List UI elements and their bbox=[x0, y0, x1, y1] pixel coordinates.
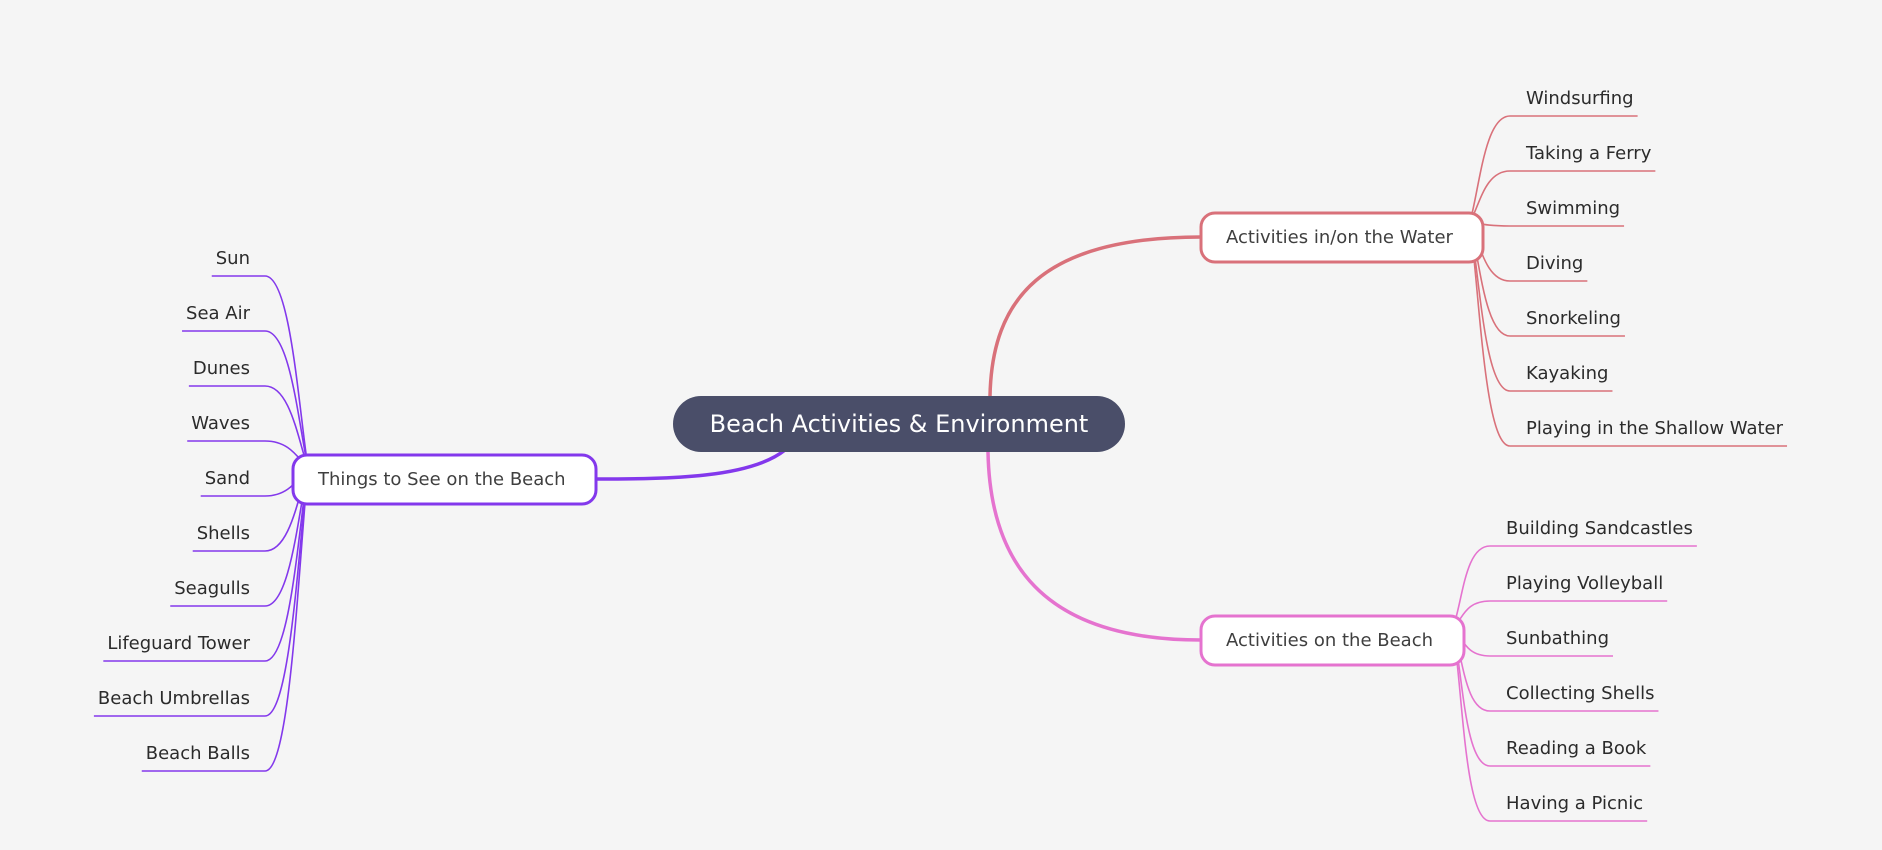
leaf-link bbox=[264, 467, 309, 772]
leaf-node[interactable]: Beach Umbrellas bbox=[98, 688, 250, 709]
leaf-node[interactable]: Sea Air bbox=[186, 303, 251, 324]
leaf-node[interactable]: Having a Picnic bbox=[1506, 793, 1643, 814]
leaf-node[interactable]: Seagulls bbox=[174, 578, 250, 599]
branch-box-see bbox=[291, 453, 598, 506]
leaf-link bbox=[1469, 115, 1511, 223]
leaf-node[interactable]: Beach Balls bbox=[146, 743, 250, 764]
branch-label-see: Things to See on the Beach bbox=[317, 469, 566, 490]
root-link-see bbox=[595, 448, 787, 481]
leaf-node[interactable]: Collecting Shells bbox=[1506, 683, 1654, 704]
root-link-beach bbox=[986, 451, 1202, 642]
leaf-node[interactable]: Reading a Book bbox=[1506, 738, 1647, 759]
branch-node-beach[interactable]: Activities on the Beach bbox=[1199, 614, 1466, 667]
leaf-node[interactable]: Lifeguard Tower bbox=[107, 633, 250, 654]
leaf-node[interactable]: Taking a Ferry bbox=[1525, 143, 1652, 164]
branch-box-water bbox=[1199, 211, 1485, 264]
leaf-node[interactable]: Snorkeling bbox=[1526, 308, 1621, 329]
leaf-node[interactable]: Sand bbox=[205, 468, 250, 489]
root-node[interactable]: Beach Activities & Environment bbox=[673, 396, 1125, 452]
branch-node-water[interactable]: Activities in/on the Water bbox=[1199, 211, 1485, 264]
leaf-node[interactable]: Waves bbox=[191, 413, 250, 434]
leaf-node[interactable]: Windsurfing bbox=[1526, 88, 1634, 109]
branch-label-water: Activities in/on the Water bbox=[1226, 227, 1454, 248]
leaf-node[interactable]: Dunes bbox=[193, 358, 250, 379]
leaf-node[interactable]: Shells bbox=[197, 523, 250, 544]
leaf-node[interactable]: Kayaking bbox=[1526, 363, 1608, 384]
branch-box-beach bbox=[1199, 614, 1466, 667]
root-link-water bbox=[988, 235, 1202, 397]
leaf-node[interactable]: Playing Volleyball bbox=[1506, 573, 1663, 594]
branch-label-beach: Activities on the Beach bbox=[1226, 630, 1433, 651]
leaf-node[interactable]: Sun bbox=[216, 248, 250, 269]
leaf-node[interactable]: Swimming bbox=[1526, 198, 1620, 219]
branch-node-see[interactable]: Things to See on the Beach bbox=[291, 453, 598, 506]
leaf-node[interactable]: Building Sandcastles bbox=[1506, 518, 1693, 539]
leaf-link bbox=[264, 275, 309, 469]
leaf-node[interactable]: Playing in the Shallow Water bbox=[1526, 418, 1784, 439]
leaf-link bbox=[264, 330, 309, 469]
leaf-node[interactable]: Sunbathing bbox=[1506, 628, 1609, 649]
leaf-link bbox=[1452, 545, 1491, 629]
leaf-node[interactable]: Diving bbox=[1526, 253, 1583, 274]
root-label: Beach Activities & Environment bbox=[710, 410, 1089, 438]
